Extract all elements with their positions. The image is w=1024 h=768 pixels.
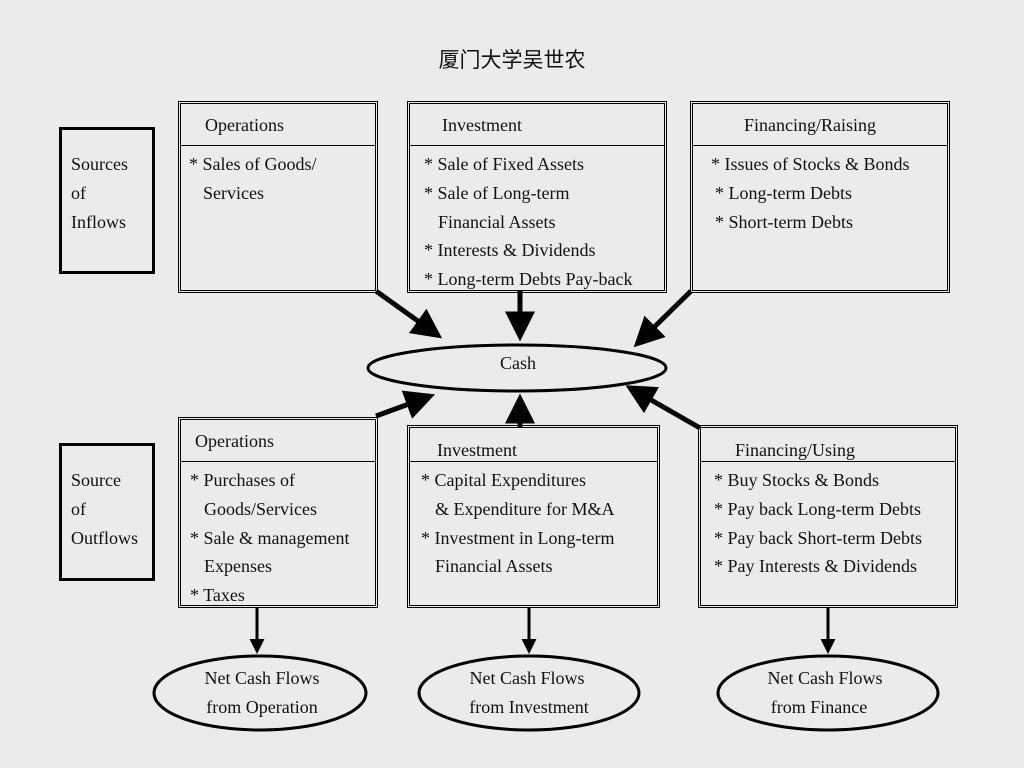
inflow-financing-box: Financing/Raising * Issues of Stocks & B…	[690, 101, 950, 293]
list-item: * Short-term Debts	[715, 211, 853, 232]
box-header: Financing/Using	[701, 428, 955, 462]
box-header: Financing/Raising	[693, 104, 947, 146]
arrow-cash-financing-out	[625, 385, 702, 431]
list-item: * Interests & Dividends	[424, 240, 596, 261]
list-item: * Pay back Long-term Debts	[714, 498, 921, 519]
box-header: Operations	[181, 104, 375, 146]
list-item: * Pay back Short-term Debts	[714, 527, 922, 548]
arrow-operations-to-cash	[374, 288, 443, 339]
list-item: * Long-term Debts Pay-back	[424, 269, 633, 290]
box-header: Operations	[181, 420, 375, 462]
sources-of-inflows-label: Sources of Inflows	[59, 127, 155, 274]
cash-ellipse	[366, 343, 668, 393]
net-operation-ellipse	[152, 654, 368, 732]
inflow-operations-box: Operations * Sales of Goods/Services	[178, 101, 378, 293]
list-item: * Capital Expenditures& Expenditure for …	[421, 470, 615, 519]
outflow-investment-box: Investment * Capital Expenditures& Expen…	[407, 425, 660, 608]
list-item: * Buy Stocks & Bonds	[714, 470, 880, 490]
list-item: * Issues of Stocks & Bonds	[711, 154, 910, 174]
arrow-cash-operations-out	[375, 390, 436, 419]
net-investment-label: Net Cash Flows from Investment	[469, 668, 589, 717]
net-finance-ellipse	[716, 654, 940, 732]
box-header: Investment	[410, 428, 657, 462]
list-item: * Sales of Goods/Services	[189, 154, 317, 203]
cash-label: Cash	[500, 353, 536, 373]
list-item: * Taxes	[190, 585, 245, 606]
net-operation-label: Net Cash Flows from Operation	[204, 668, 320, 717]
outflow-financing-box: Financing/Using * Buy Stocks & Bonds * P…	[698, 425, 958, 608]
net-finance-label: Net Cash Flows from Finance	[767, 668, 883, 717]
source-of-outflows-label: Source of Outflows	[59, 443, 155, 581]
list-item: * Long-term Debts	[715, 182, 852, 203]
inflow-investment-box: Investment * Sale of Fixed Assets * Sale…	[407, 101, 667, 293]
arrow-financing-to-cash	[633, 289, 693, 348]
page-title: 厦门大学吴世农	[438, 48, 586, 72]
box-header: Investment	[410, 104, 664, 146]
net-investment-ellipse	[417, 654, 641, 732]
list-item: * Pay Interests & Dividends	[714, 556, 917, 577]
list-item: * Sale of Fixed Assets	[424, 154, 584, 174]
